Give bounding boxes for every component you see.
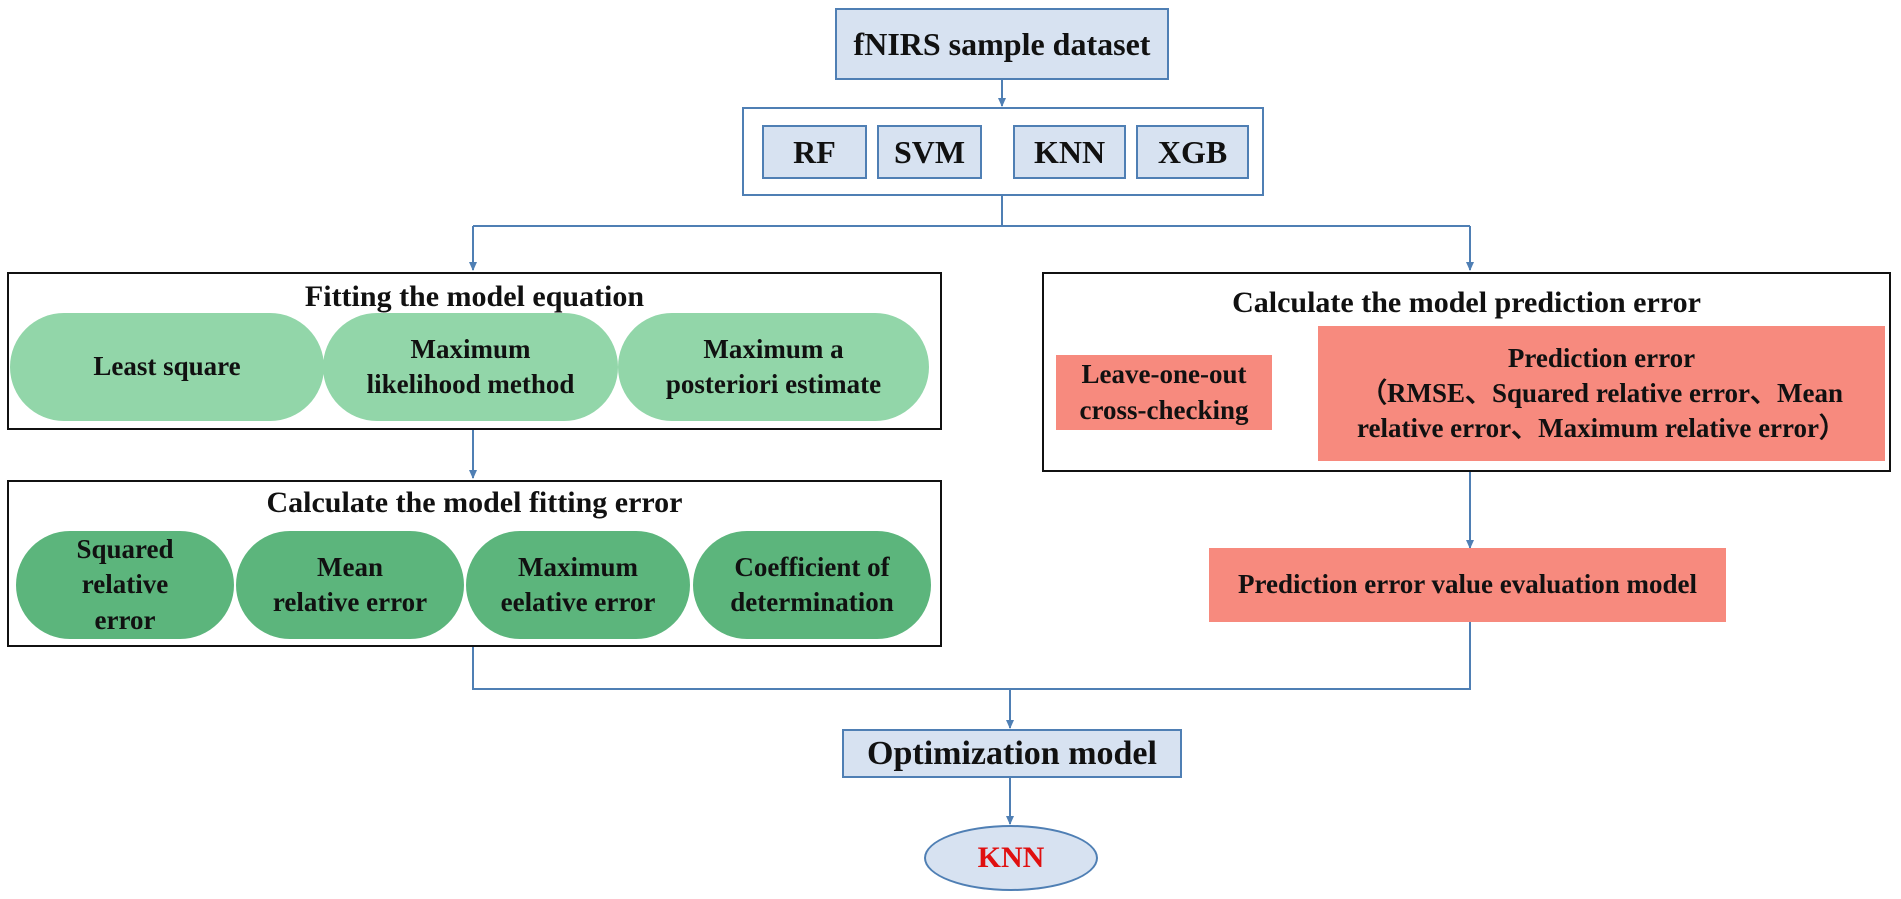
metric-mean-relative-error: Mean relative error [236, 531, 464, 639]
method-line: Least square [93, 351, 241, 382]
merge-lines [472, 622, 1471, 690]
fitting-equation-title: Fitting the model equation [304, 280, 645, 313]
leave-one-out-box: Leave-one-out cross-checking [1056, 355, 1272, 430]
model-box-rf: RF [762, 125, 867, 179]
method-line: Maximum [410, 333, 531, 364]
model-box-svm: SVM [877, 125, 982, 179]
method-least-square: Least square [10, 313, 324, 421]
model-label: KNN [1033, 133, 1106, 170]
metric-line: determination [730, 587, 894, 617]
branch-from-models [473, 196, 1003, 227]
dataset-label: fNIRS sample dataset [853, 25, 1151, 62]
method-maximum-a-posteriori: Maximum a posteriori estimate [618, 313, 929, 421]
pe-line: relative error、Maximum relative error） [1356, 413, 1847, 444]
model-label: RF [793, 133, 836, 170]
metric-coefficient-of-determination: Coefficient of determination [693, 531, 931, 639]
pe-title: Prediction error [1507, 342, 1696, 373]
metric-line: error [94, 604, 156, 635]
result-label: KNN [977, 841, 1045, 874]
optimization-model-box: Optimization model [842, 729, 1182, 778]
method-maximum-likelihood: Maximum likelihood method [323, 313, 618, 421]
model-label: SVM [893, 133, 966, 170]
fitting-error-title: Calculate the model fitting error [266, 486, 683, 519]
pe-line: （RMSE、Squared relative error、Mean [1360, 377, 1843, 408]
metric-line: eelative error [500, 587, 656, 617]
metric-squared-relative-error: Squared relative error [16, 531, 234, 639]
prediction-error-box: Prediction error （RMSE、Squared relative … [1318, 326, 1885, 461]
optimization-label: Optimization model [867, 734, 1157, 772]
metric-line: Maximum [518, 551, 638, 582]
evaluation-label: Prediction error value evaluation model [1238, 569, 1697, 600]
metric-maximum-relative-error: Maximum eelative error [466, 531, 690, 639]
dataset-box: fNIRS sample dataset [835, 8, 1169, 80]
metric-line: Squared [76, 534, 174, 565]
model-label: XGB [1157, 133, 1228, 170]
method-line: Maximum a [703, 333, 844, 364]
method-line: posteriori estimate [665, 369, 882, 399]
metric-line: relative error [272, 587, 428, 617]
evaluation-model-box: Prediction error value evaluation model [1209, 548, 1726, 622]
metric-line: relative [81, 569, 169, 600]
loo-line: Leave-one-out [1081, 359, 1247, 390]
prediction-error-title: Calculate the model prediction error [1232, 286, 1701, 319]
metric-line: Coefficient of [734, 551, 890, 582]
model-box-knn: KNN [1013, 125, 1126, 179]
method-line: likelihood method [366, 369, 575, 399]
result-ellipse: KNN [924, 825, 1098, 891]
model-box-xgb: XGB [1136, 125, 1249, 179]
metric-line: Mean [317, 551, 383, 582]
loo-line: cross-checking [1079, 394, 1249, 425]
